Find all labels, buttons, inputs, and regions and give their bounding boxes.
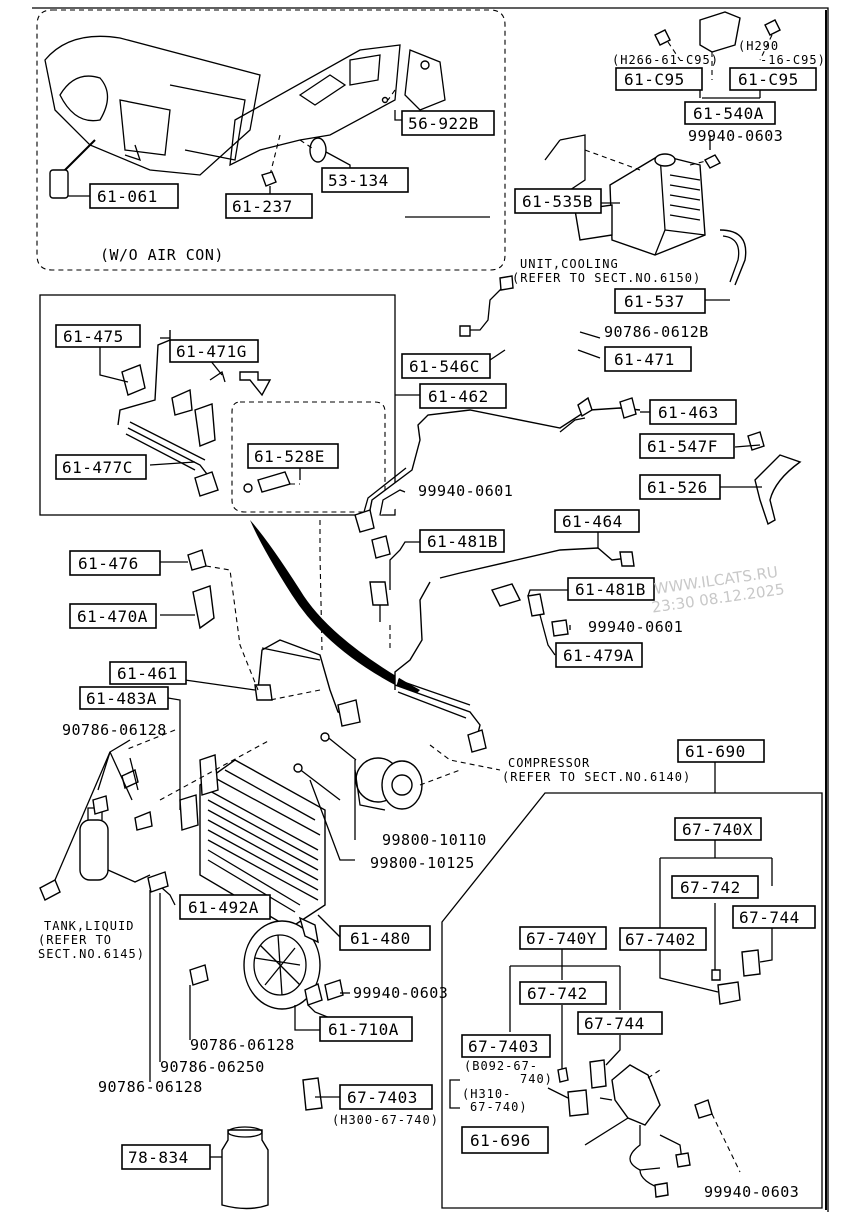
label-90786-06128-b: 90786-06128 [190, 1036, 295, 1054]
label-61-528E: 61-528E [254, 447, 325, 466]
label-61-464: 61-464 [562, 512, 623, 531]
connector-67-7403 [302, 1077, 323, 1111]
note-unit-cooling-a: UNIT,COOLING [520, 257, 619, 271]
label-61-546C: 61-546C [409, 357, 480, 376]
label-99940-0603-bot: 99940-0603 [704, 1183, 799, 1201]
label-61-470A: 61-470A [77, 607, 148, 626]
label-61-526: 61-526 [647, 478, 708, 497]
compressor-illustration [293, 732, 423, 811]
label-90786-06128-c: 90786-06128 [98, 1078, 203, 1096]
touch-up-bottle-illustration [221, 1126, 269, 1210]
note-h266: (H266-61-C95) [612, 53, 719, 67]
label-61-C95-a: 61-C95 [624, 70, 685, 89]
label-61-471: 61-471 [614, 350, 675, 369]
liquid-line-panel [39, 294, 396, 516]
liquid-tank-illustration [39, 769, 169, 901]
harness-panel [441, 792, 823, 1209]
label-61-463: 61-463 [658, 403, 719, 422]
label-61-483A: 61-483A [86, 689, 157, 708]
without-aircon-region [36, 9, 506, 271]
note-unit-cooling-b: (REFER TO SECT.NO.6150) [512, 271, 701, 285]
label-61-475: 61-475 [63, 327, 124, 346]
label-99940-0603-top: 99940-0603 [688, 127, 783, 145]
note-h300: (H300-67-740) [332, 1113, 439, 1127]
label-61-480: 61-480 [350, 929, 411, 948]
label-61-547F: 61-547F [647, 437, 718, 456]
harness-illustration [509, 840, 773, 1198]
label-61-481B-b: 61-481B [575, 580, 646, 599]
label-99940-0601-b: 99940-0601 [588, 618, 683, 636]
label-61-471G: 61-471G [176, 342, 247, 361]
label-67-7403-a: 67-7403 [468, 1037, 539, 1056]
note-compressor-a: COMPRESSOR [508, 756, 590, 770]
label-67-744-a: 67-744 [739, 908, 800, 927]
label-61-461: 61-461 [117, 664, 178, 683]
note-tank-c: SECT.NO.6145) [38, 947, 145, 961]
note-wo-air-con: (W/O AIR CON) [100, 246, 224, 264]
label-67-744-b: 67-744 [584, 1014, 645, 1033]
label-61-492A: 61-492A [188, 898, 259, 917]
note-h310-b: 67-740) [470, 1100, 528, 1114]
label-90786-06128-a: 90786-06128 [62, 721, 167, 739]
part-label-boxes [55, 67, 817, 1170]
label-61-710A: 61-710A [328, 1020, 399, 1039]
note-b092-b: 740) [520, 1072, 553, 1086]
label-61-462: 61-462 [428, 387, 489, 406]
note-tank-b: (REFER TO [38, 933, 112, 947]
note-h290-b: -16-C95) [760, 53, 826, 67]
dashboard-illustration [44, 35, 446, 199]
label-61-535B: 61-535B [522, 192, 593, 211]
label-99800-10125: 99800-10125 [370, 854, 475, 872]
label-61-537: 61-537 [624, 292, 685, 311]
label-61-696: 61-696 [470, 1131, 531, 1150]
label-61-237: 61-237 [232, 197, 293, 216]
label-56-922B: 56-922B [408, 114, 479, 133]
condenser-illustration [179, 754, 326, 929]
label-78-834: 78-834 [128, 1148, 189, 1167]
label-90786-0612B-top: 90786-0612B [604, 323, 709, 341]
cooling-unit-illustration [544, 11, 781, 286]
label-61-479A: 61-479A [563, 646, 634, 665]
label-67-742-a: 67-742 [680, 878, 741, 897]
note-h310-a: (H310- [462, 1087, 511, 1101]
label-61-481B-a: 61-481B [427, 532, 498, 551]
label-61-476: 61-476 [78, 554, 139, 573]
note-tank-a: TANK,LIQUID [44, 919, 134, 933]
label-61-C95-b: 61-C95 [738, 70, 799, 89]
label-99800-10110: 99800-10110 [382, 831, 487, 849]
note-h290-a: (H290 [738, 39, 779, 53]
label-67-740Y: 67-740Y [526, 929, 597, 948]
page-frame [32, 7, 829, 1212]
label-61-540A: 61-540A [693, 104, 764, 123]
note-compressor-b: (REFER TO SECT.NO.6140) [502, 770, 691, 784]
label-90786-06250: 90786-06250 [160, 1058, 265, 1076]
refrigerant-lines [187, 275, 802, 753]
label-61-690: 61-690 [685, 742, 746, 761]
label-53-134: 53-134 [328, 171, 389, 190]
label-61-477C: 61-477C [62, 458, 133, 477]
fan-motor-illustration [189, 916, 344, 1019]
label-61-061: 61-061 [97, 187, 158, 206]
note-b092-a: (B092-67- [464, 1059, 538, 1073]
label-67-740X: 67-740X [682, 820, 753, 839]
label-99940-0601-a: 99940-0601 [418, 482, 513, 500]
label-67-742-b: 67-742 [527, 984, 588, 1003]
label-67-7403-b: 67-7403 [347, 1088, 418, 1107]
label-67-7402: 67-7402 [625, 930, 696, 949]
label-99940-0603-mid: 99940-0603 [353, 984, 448, 1002]
